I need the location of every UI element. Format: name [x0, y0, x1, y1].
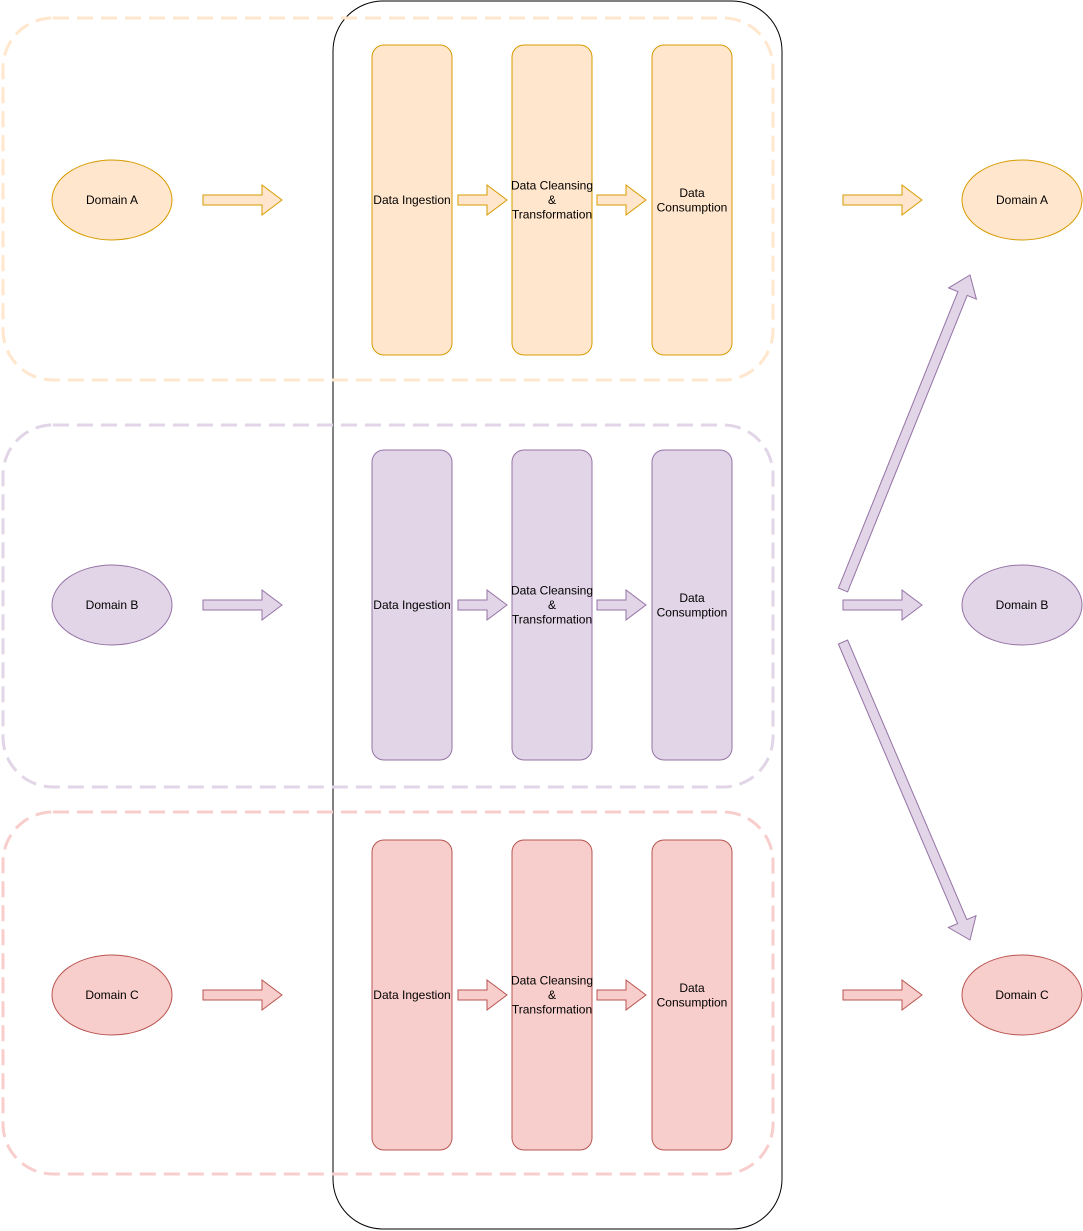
arrow-source-to-ingestion-a [202, 184, 283, 216]
arrow-ingestion-to-cleansing-c [457, 979, 508, 1011]
target-domain-c[interactable] [961, 954, 1083, 1036]
step-consumption-b[interactable] [651, 449, 733, 761]
arrow-consumption-b-to-target-a [837, 274, 978, 593]
source-domain-b[interactable] [51, 564, 173, 646]
arrow-ingestion-to-cleansing-b [457, 589, 508, 621]
step-cleansing-b[interactable] [511, 449, 593, 761]
step-ingestion-b[interactable] [371, 449, 453, 761]
source-domain-a-label: Domain A [86, 193, 138, 207]
source-domain-a[interactable] [51, 159, 173, 241]
step-cleansing-b-label: Data Cleansing&Transformation [511, 584, 593, 627]
source-domain-b-label: Domain B [86, 598, 139, 612]
step-cleansing-a[interactable] [511, 44, 593, 356]
step-ingestion-c[interactable] [371, 839, 453, 1151]
target-domain-a-label: Domain A [996, 193, 1048, 207]
arrow-source-to-ingestion-c [202, 979, 283, 1011]
step-cleansing-c-label: Data Cleansing&Transformation [511, 974, 593, 1017]
arrow-consumption-to-target-c [842, 979, 923, 1011]
arrow-consumption-b-to-target-c [837, 639, 977, 941]
arrow-cleansing-to-consumption-a [596, 184, 647, 216]
step-ingestion-a-label: Data Ingestion [373, 193, 450, 207]
target-domain-b[interactable] [961, 564, 1083, 646]
source-domain-c-label: Domain C [85, 988, 139, 1002]
arrow-source-to-ingestion-b [202, 589, 283, 621]
arrow-consumption-to-target-b [842, 589, 923, 621]
step-cleansing-a-label: Data Cleansing&Transformation [511, 179, 593, 222]
step-ingestion-c-label: Data Ingestion [373, 988, 450, 1002]
source-domain-c[interactable] [51, 954, 173, 1036]
step-cleansing-c[interactable] [511, 839, 593, 1151]
target-domain-a[interactable] [961, 159, 1083, 241]
domain-region-c [1, 810, 775, 1176]
domain-region-a [1, 16, 775, 382]
arrow-consumption-to-target-a [842, 184, 923, 216]
target-domain-b-label: Domain B [996, 598, 1049, 612]
arrow-ingestion-to-cleansing-a [457, 184, 508, 216]
target-domain-c-label: Domain C [995, 988, 1049, 1002]
arrow-cleansing-to-consumption-b [596, 589, 647, 621]
step-ingestion-b-label: Data Ingestion [373, 598, 450, 612]
domain-region-b [1, 423, 775, 789]
arrow-cleansing-to-consumption-c [596, 979, 647, 1011]
step-consumption-c[interactable] [651, 839, 733, 1151]
step-ingestion-a[interactable] [371, 44, 453, 356]
step-consumption-a[interactable] [651, 44, 733, 356]
platform-container [332, 0, 783, 1230]
